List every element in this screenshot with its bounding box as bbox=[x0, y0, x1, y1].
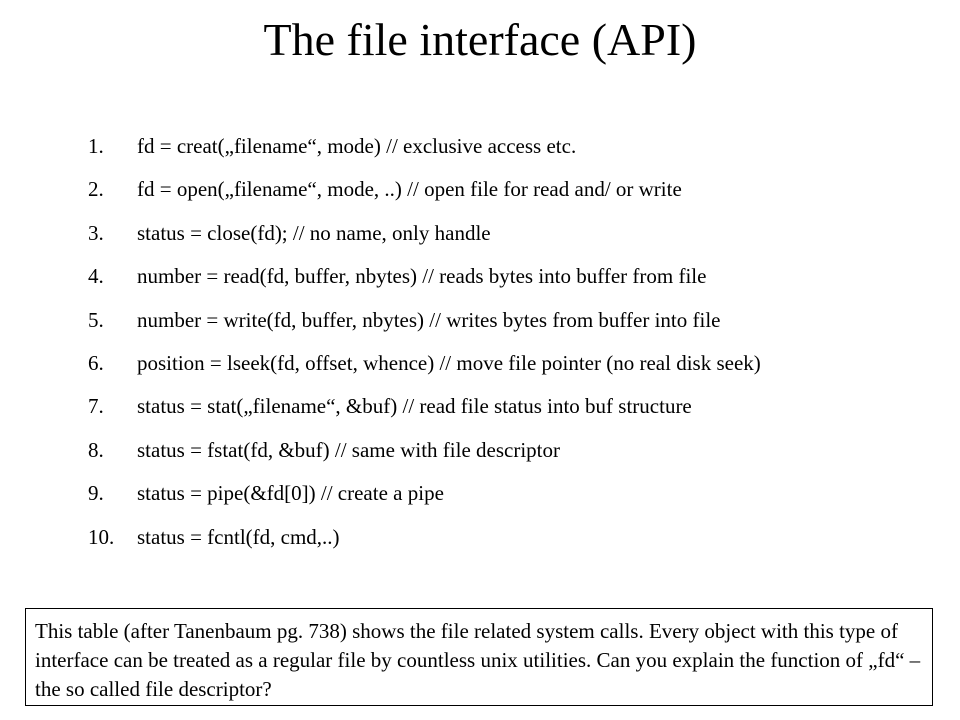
item-number: 2. bbox=[88, 177, 104, 202]
item-number: 4. bbox=[88, 264, 104, 289]
item-text: number = read(fd, buffer, nbytes) // rea… bbox=[137, 264, 707, 289]
item-number: 8. bbox=[88, 437, 104, 462]
item-number: 3. bbox=[88, 220, 104, 245]
item-number: 9. bbox=[88, 481, 104, 506]
slide-title: The file interface (API) bbox=[263, 14, 697, 65]
list-item: 1. fd = creat(„filename“, mode) // exclu… bbox=[88, 131, 938, 174]
item-text: status = stat(„filename“, &buf) // read … bbox=[137, 394, 692, 419]
list-item: 6. position = lseek(fd, offset, whence) … bbox=[88, 348, 938, 391]
item-text: status = fcntl(fd, cmd,..) bbox=[137, 524, 340, 549]
list-item: 9. status = pipe(&fd[0]) // create a pip… bbox=[88, 478, 938, 521]
list-item: 5. number = write(fd, buffer, nbytes) //… bbox=[88, 305, 938, 348]
item-number: 7. bbox=[88, 394, 104, 419]
item-text: fd = open(„filename“, mode, ..) // open … bbox=[137, 177, 682, 202]
item-text: status = pipe(&fd[0]) // create a pipe bbox=[137, 481, 444, 506]
note-text: This table (after Tanenbaum pg. 738) sho… bbox=[35, 619, 921, 701]
list-item: 2. fd = open(„filename“, mode, ..) // op… bbox=[88, 174, 938, 217]
item-number: 6. bbox=[88, 350, 104, 375]
item-number: 1. bbox=[88, 134, 104, 158]
list-item: 7. status = stat(„filename“, &buf) // re… bbox=[88, 391, 938, 434]
item-number: 5. bbox=[88, 307, 104, 332]
item-text: fd = creat(„filename“, mode) // exclusiv… bbox=[137, 134, 577, 158]
item-text: position = lseek(fd, offset, whence) // … bbox=[137, 350, 761, 375]
list-item: 3. status = close(fd); // no name, only … bbox=[88, 218, 938, 261]
list-item: 10. status = fcntl(fd, cmd,..) bbox=[88, 522, 938, 565]
item-text: number = write(fd, buffer, nbytes) // wr… bbox=[137, 307, 721, 332]
list-item: 4. number = read(fd, buffer, nbytes) // … bbox=[88, 261, 938, 304]
system-call-list: 1. fd = creat(„filename“, mode) // exclu… bbox=[88, 131, 938, 565]
note-box: This table (after Tanenbaum pg. 738) sho… bbox=[25, 608, 933, 706]
item-text: status = close(fd); // no name, only han… bbox=[137, 220, 491, 245]
item-number: 10. bbox=[88, 524, 115, 549]
item-text: status = fstat(fd, &buf) // same with fi… bbox=[137, 437, 560, 462]
list-item: 8. status = fstat(fd, &buf) // same with… bbox=[88, 435, 938, 478]
